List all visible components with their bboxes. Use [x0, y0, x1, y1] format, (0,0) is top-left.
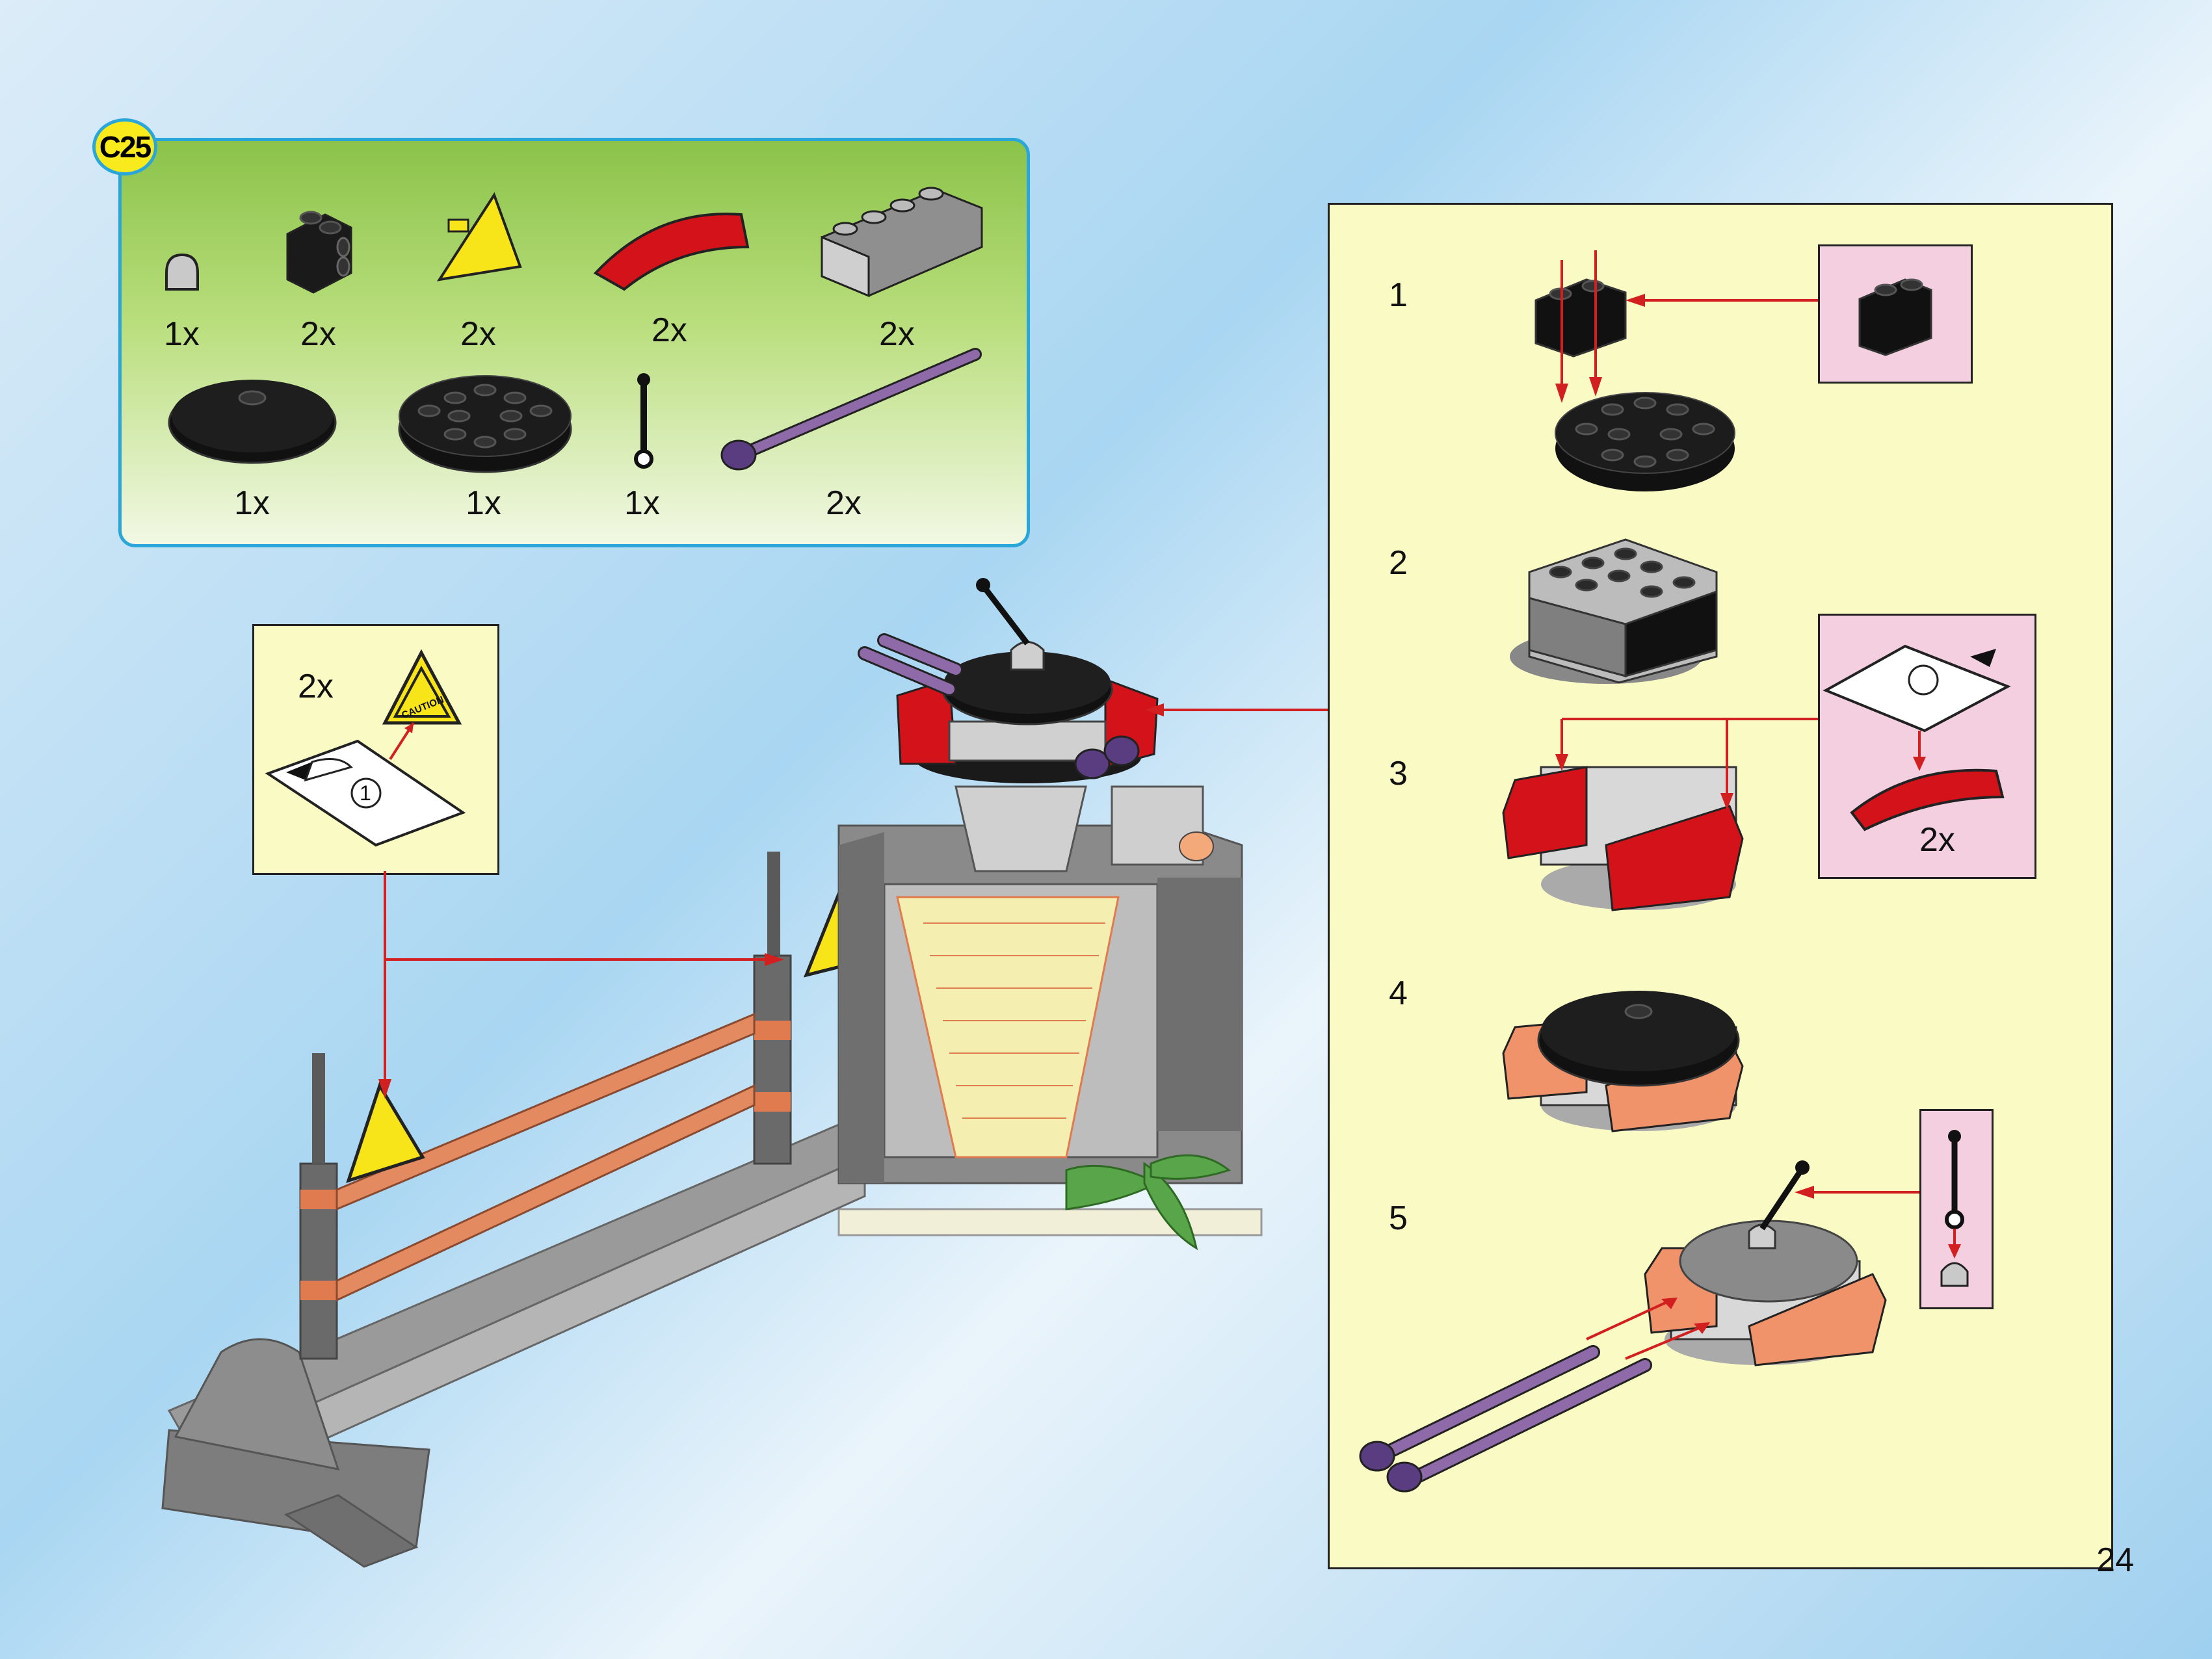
qty-black-brick: 2x [300, 315, 336, 353]
step-3-qty: 2x [1919, 821, 1955, 859]
qty-purple-bar: 2x [826, 484, 862, 522]
grey-cone-part [165, 253, 199, 291]
step-1-number: 1 [1389, 276, 1408, 314]
step-2-number: 2 [1389, 544, 1408, 582]
black-dish-part [168, 380, 337, 464]
step-4-number: 4 [1389, 974, 1408, 1012]
qty-yellow-triangle: 2x [460, 315, 496, 353]
qty-grey-cone: 1x [164, 315, 200, 353]
step-badge: C25 [92, 118, 157, 176]
black-antenna-part [634, 373, 653, 469]
parts-panel [118, 138, 1030, 547]
purple-bar-part [720, 348, 982, 471]
yellow-triangle-part [436, 192, 522, 281]
qty-black-dish: 1x [234, 484, 270, 522]
step-3-number: 3 [1389, 755, 1408, 792]
sticker-number-1: 1 [360, 781, 371, 805]
black-round-plate-part [398, 375, 572, 473]
qty-antenna: 1x [624, 484, 660, 522]
qty-red-slope: 2x [652, 311, 687, 349]
sticker-qty: 2x [298, 668, 334, 705]
black-brick-part [286, 211, 352, 294]
page-number: 24 [2096, 1541, 2134, 1579]
grey-technic-brick-part [821, 187, 983, 298]
step-5-number: 5 [1389, 1199, 1408, 1237]
qty-round-plate: 1x [466, 484, 501, 522]
red-curved-slope-part [593, 213, 750, 291]
qty-grey-technic: 2x [879, 315, 915, 353]
